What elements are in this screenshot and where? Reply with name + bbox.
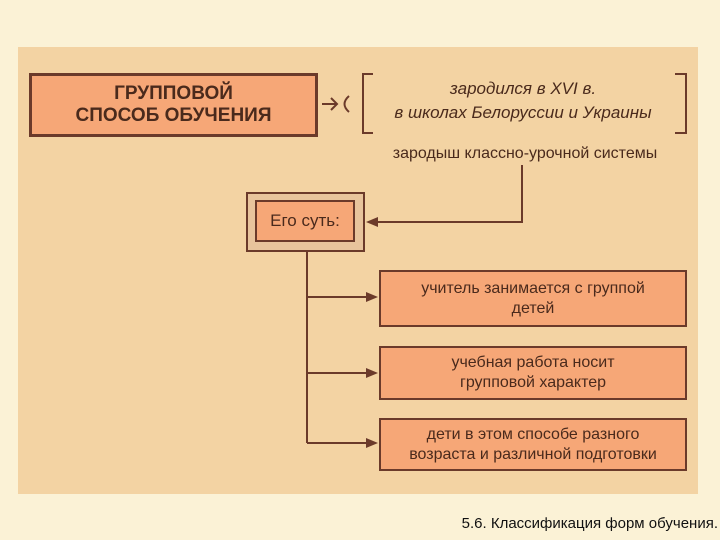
title-box: ГРУППОВОЙ СПОСОБ ОБУЧЕНИЯ [29, 73, 318, 137]
core-box: Его суть: [255, 200, 355, 242]
bracket-right [675, 73, 687, 134]
step-1-line-1: учитель занимается с группой [421, 279, 645, 297]
step-box-2: учебная работа носит групповой характер [379, 346, 687, 400]
connector-arrow-symbol [322, 97, 339, 111]
step-box-1: учитель занимается с группой детей [379, 270, 687, 327]
arrowhead-core [366, 217, 378, 227]
title-line-2: СПОСОБ ОБУЧЕНИЯ [75, 105, 272, 126]
step-2-line-1: учебная работа носит [451, 354, 615, 371]
step-1-line-2: детей [511, 299, 555, 317]
step-3-line-1: дети в этом способе разного [426, 425, 640, 443]
embryo-note: зародыш классно-урочной системы [392, 145, 658, 162]
figure-caption: 5.6. Классификация форм обучения. [461, 515, 718, 532]
step-box-3: дети в этом способе разного возраста и р… [379, 418, 687, 471]
connector-arc-symbol [343, 95, 350, 113]
title-line-1: ГРУППОВОЙ [114, 83, 233, 104]
bracket-left [362, 73, 373, 134]
embryo-to-core-line [372, 165, 523, 223]
origin-line-2: в школах Белоруссии и Украины [394, 103, 652, 122]
origin-note: зародился в XVI в. в школах Белоруссии и… [362, 77, 684, 125]
arrowhead-step-1 [366, 292, 378, 302]
step-3-line-2: возраста и различной подготовки [409, 445, 657, 463]
step-2-line-2: групповой характер [459, 374, 607, 391]
origin-line-1: зародился в XVI в. [449, 79, 597, 98]
arrowhead-step-3 [366, 438, 378, 448]
arrowhead-step-2 [366, 368, 378, 378]
